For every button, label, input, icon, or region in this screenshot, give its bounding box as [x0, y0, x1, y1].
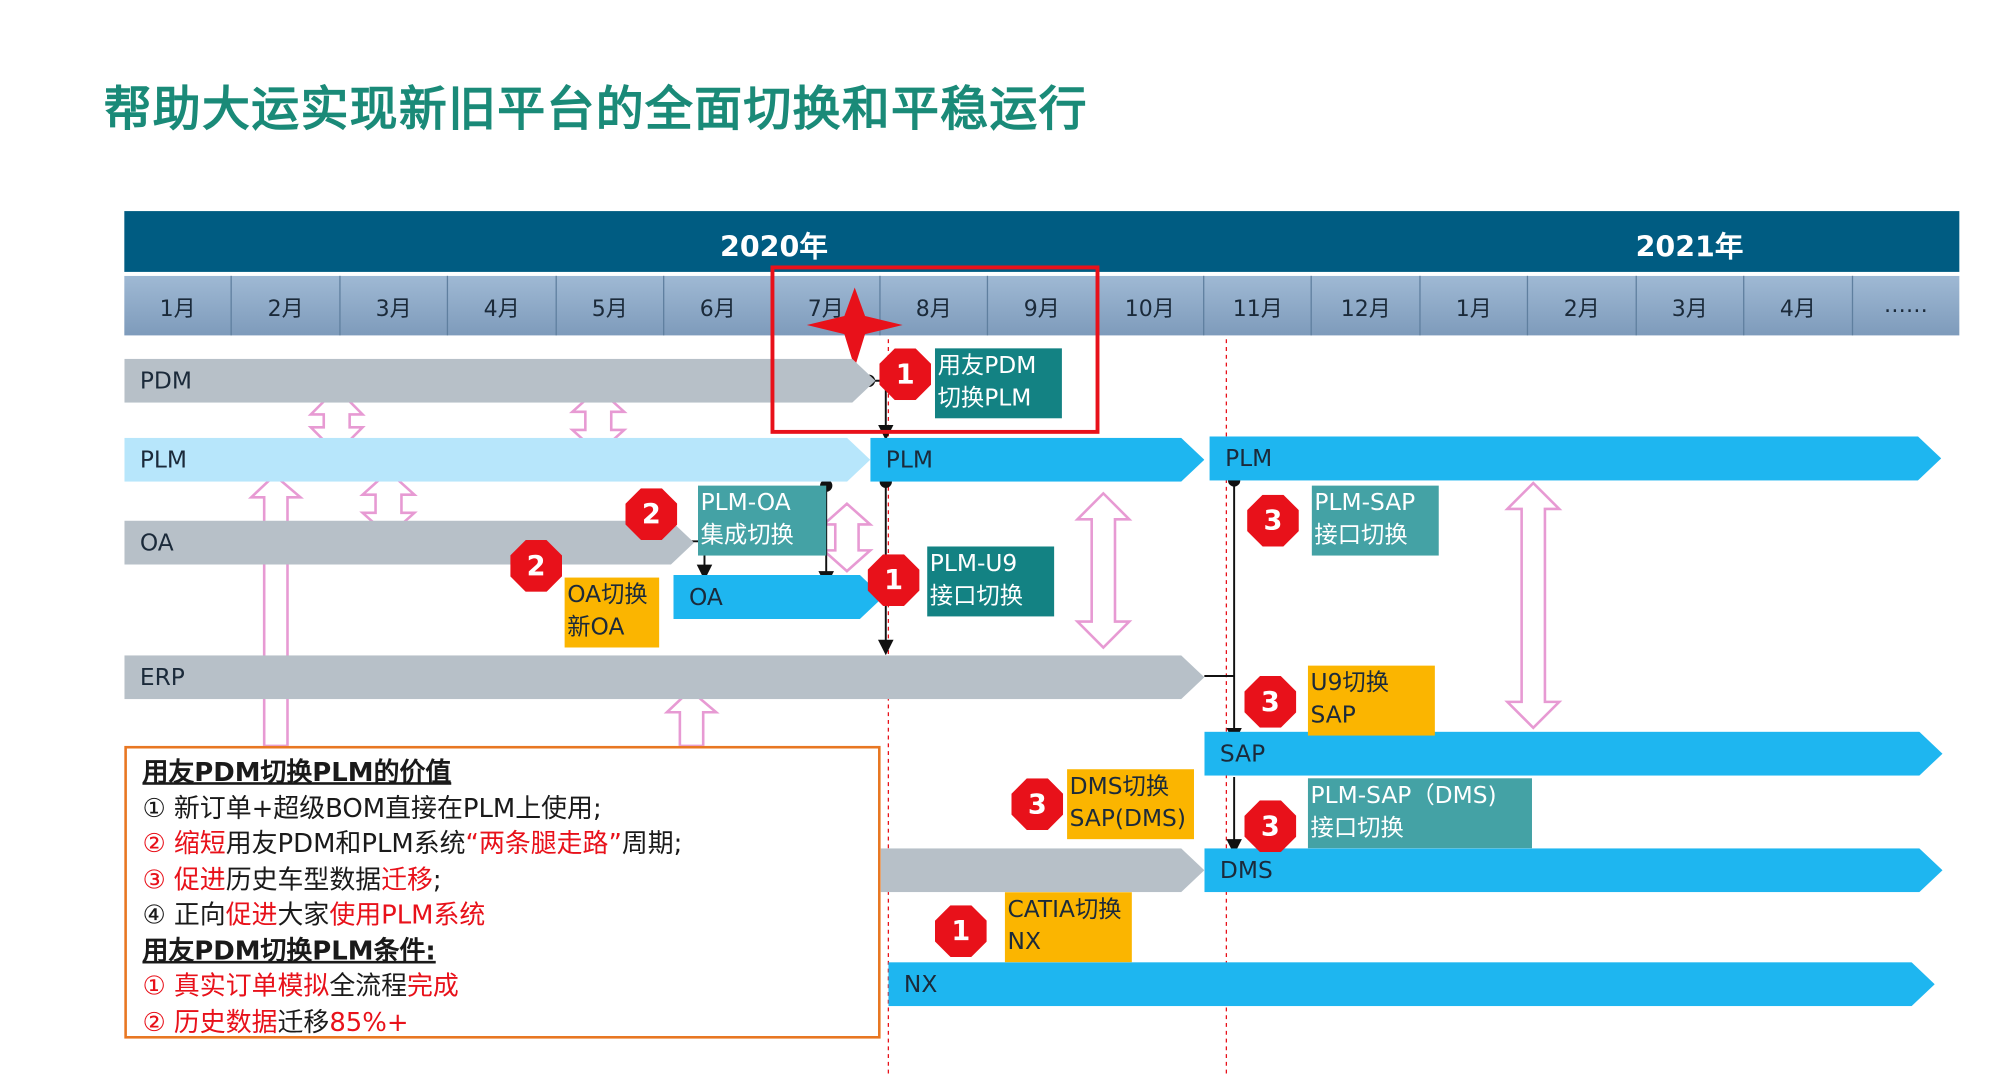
callout-line: DMS切换	[1069, 773, 1170, 801]
callout-line: CATIA切换	[1007, 896, 1122, 924]
callout-line: PLM-U9	[929, 550, 1018, 578]
month-cell: 10月	[1096, 275, 1205, 336]
callout-line: 新OA	[567, 613, 625, 642]
month-cell: 1月	[124, 275, 233, 336]
callout-plm-sap-dms: PLM-SAP（DMS) 接口切换	[1307, 778, 1532, 849]
month-cell: 2月	[232, 275, 341, 336]
callout-dms-sap: DMS切换 SAP(DMS)	[1067, 769, 1194, 840]
lane-nx: NX	[888, 962, 1934, 1006]
month-cell: 7月	[772, 275, 881, 336]
callout-line: SAP(DMS)	[1069, 805, 1186, 833]
step-badge: 3	[1011, 778, 1064, 831]
step-badge: 1	[934, 905, 987, 958]
callout-line: SAP	[1310, 701, 1356, 730]
condition-item-2: ② 历史数据迁移85%+	[142, 1005, 409, 1037]
step-badge: 2	[625, 488, 678, 541]
callout-catia-nx: CATIA切换 NX	[1004, 892, 1132, 963]
month-cell: 8月	[880, 275, 989, 336]
condition-item-1: ① 真实订单模拟全流程完成	[142, 969, 459, 1002]
timeline-year-header	[124, 211, 1960, 272]
value-item-1: ① 新订单+超级BOM直接在PLM上使用;	[142, 791, 602, 823]
highlight-frame	[770, 265, 1100, 434]
lane-pdm: PDM	[124, 359, 875, 403]
month-cell: 5月	[556, 275, 665, 336]
value-heading: 用友PDM切换PLM的价值	[142, 756, 452, 788]
callout-line: 集成切换	[700, 521, 794, 550]
info-box: 用友PDM切换PLM的价值 ① 新订单+超级BOM直接在PLM上使用; ② 缩短…	[124, 745, 881, 1039]
lane-oa: OA	[124, 521, 694, 565]
lane-dms: DMS	[1204, 848, 1942, 892]
condition-heading: 用友PDM切换PLM条件:	[142, 934, 436, 966]
callout-line: 接口切换	[1314, 521, 1408, 550]
value-item-2: ② 缩短用友PDM和PLM系统“两条腿走路”周期;	[142, 827, 683, 859]
lane-plm-old: PLM	[124, 438, 870, 482]
year-2020-label: 2020年	[720, 231, 828, 265]
step-badge: 2	[510, 540, 563, 592]
callout-line: PLM-SAP	[1314, 489, 1416, 517]
month-cell: ……	[1883, 292, 1928, 319]
lane-sap: SAP	[1204, 732, 1942, 776]
callout-oa-switch: OA切换 新OA	[564, 577, 660, 648]
callout-plm-oa: PLM-OA 集成切换	[698, 485, 827, 556]
callout-line: OA切换	[567, 581, 648, 609]
month-cell: 1月	[1420, 275, 1529, 336]
lane-oa-new: OA	[673, 575, 883, 619]
callout-line: NX	[1007, 928, 1041, 956]
lane-erp: ERP	[124, 655, 1204, 699]
lane-plm-mid: PLM	[870, 438, 1204, 482]
callout-u9-sap: U9切换 SAP	[1307, 665, 1435, 736]
month-cell: 3月	[340, 275, 449, 336]
callout-plm-u9: PLM-U9 接口切换	[927, 546, 1055, 617]
callout-plm-sap: PLM-SAP 接口切换	[1311, 485, 1439, 556]
value-item-3: ③ 促进历史车型数据迁移;	[142, 863, 442, 895]
callout-line: 接口切换	[1310, 814, 1404, 842]
month-cell: 12月	[1312, 275, 1421, 336]
callout-line: 切换PLM	[937, 384, 1032, 412]
step-badge: 3	[1244, 675, 1297, 728]
lane-plm-new: PLM	[1210, 436, 1942, 480]
callout-line: U9切换	[1310, 669, 1390, 697]
lane-dms-old	[881, 848, 1205, 892]
callout-line: 接口切换	[929, 582, 1024, 610]
year-2021-label: 2021年	[1635, 231, 1744, 265]
callout-line: 用友PDM	[937, 352, 1037, 380]
callout-line: PLM-SAP（DMS)	[1310, 782, 1497, 810]
callout-pdm-to-plm: 用友PDM 切换PLM	[934, 348, 1062, 419]
step-badge: 1	[879, 348, 932, 401]
month-cell: 4月	[1744, 275, 1853, 336]
step-badge: 3	[1247, 494, 1299, 547]
step-badge: 1	[867, 554, 920, 607]
month-cell: 2月	[1528, 275, 1637, 336]
step-badge: 3	[1244, 800, 1297, 853]
month-cell: 11月	[1204, 275, 1313, 336]
page-title: 帮助大运实现新旧平台的全面切换和平稳运行	[103, 81, 1088, 138]
month-cell: 3月	[1636, 275, 1745, 336]
value-item-4: ④ 正向促进大家使用PLM系统	[142, 898, 486, 930]
callout-line: PLM-OA	[700, 489, 791, 517]
month-cell: 4月	[448, 275, 557, 336]
